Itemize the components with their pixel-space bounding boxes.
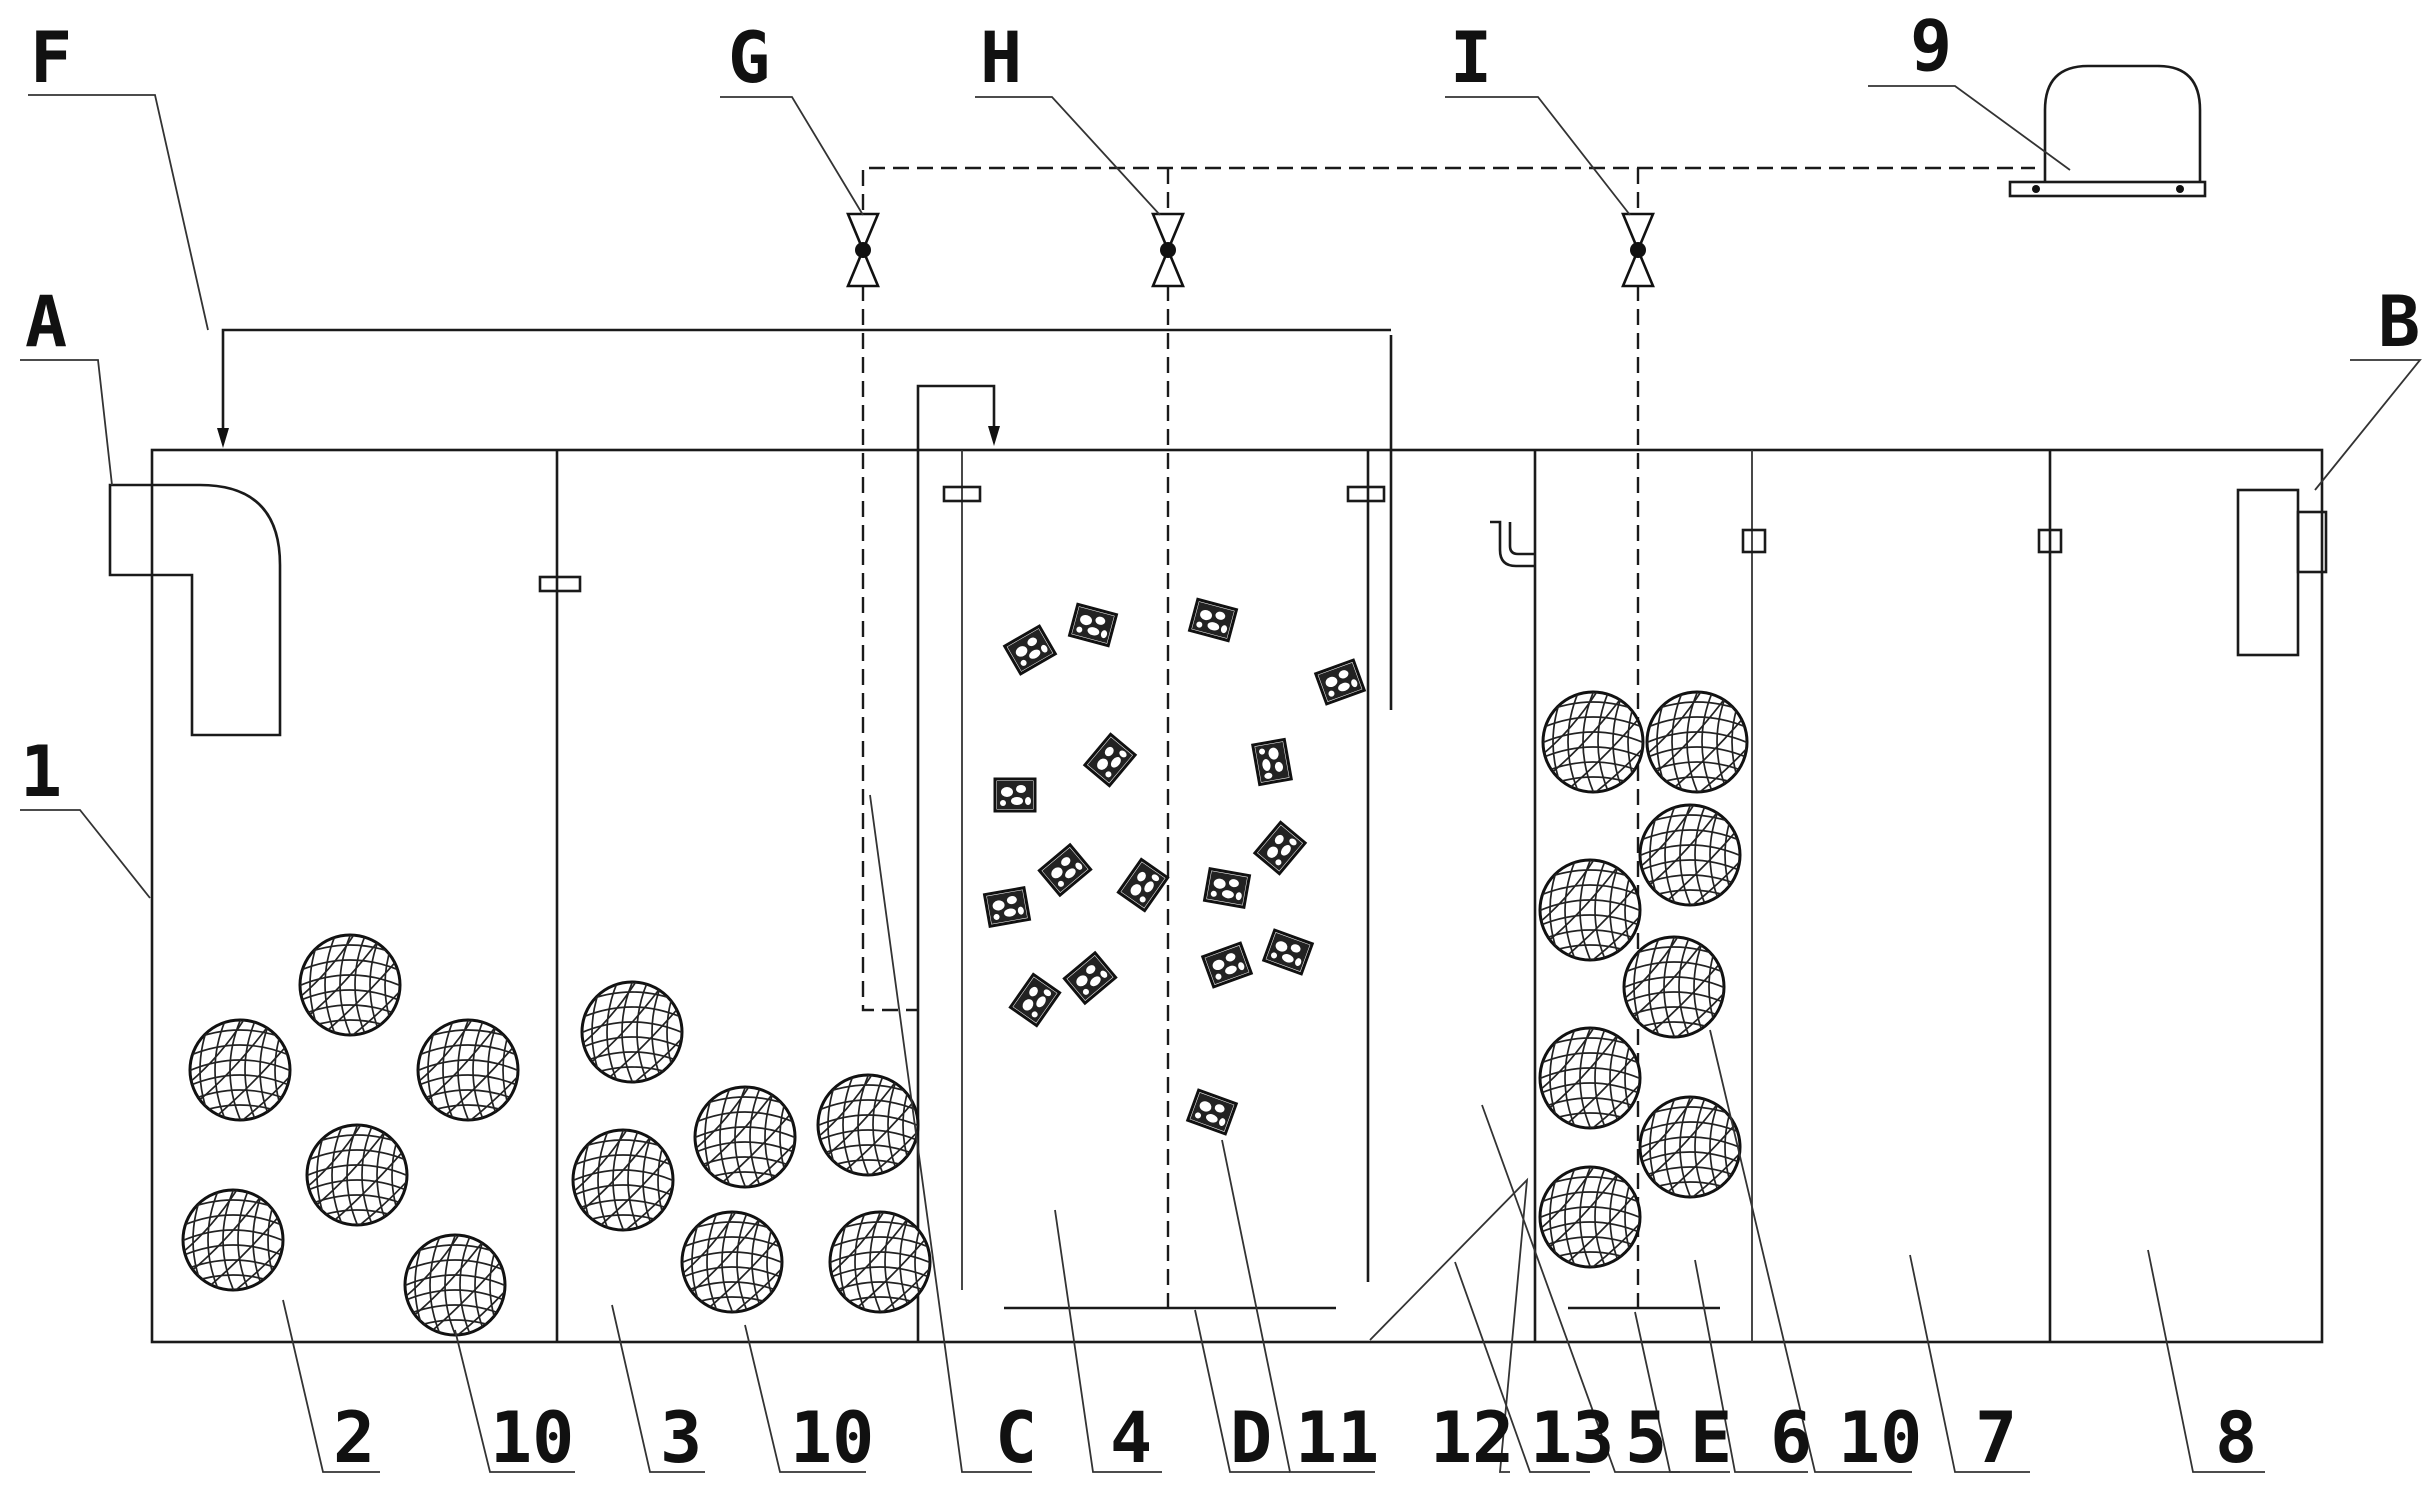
- label-i: I: [1450, 17, 1492, 99]
- partition-3-4: [916, 384, 996, 1342]
- label-10b: 10: [790, 1397, 874, 1479]
- label-e: E: [1690, 1397, 1732, 1479]
- blower-9: [2043, 64, 2202, 182]
- valve-i: [1621, 212, 1655, 288]
- label-f: F: [30, 17, 72, 99]
- valve-g: [846, 212, 880, 288]
- label-11: 11: [1295, 1397, 1379, 1479]
- air-main-line: [861, 166, 2035, 210]
- label-d: D: [1230, 1397, 1272, 1479]
- label-2: 2: [333, 1397, 375, 1479]
- label-h: H: [980, 17, 1022, 99]
- label-8: 8: [2215, 1397, 2257, 1479]
- label-a: A: [25, 281, 67, 363]
- label-10c: 10: [1838, 1397, 1922, 1479]
- label-3: 3: [660, 1397, 702, 1479]
- label-b: B: [2378, 281, 2420, 363]
- inlet-pipe-a: [108, 483, 282, 737]
- filler-cubes-11: [983, 597, 1366, 1136]
- label-9: 9: [1910, 5, 1952, 87]
- label-c: C: [995, 1397, 1037, 1479]
- label-13: 13: [1530, 1397, 1614, 1479]
- tank-1: [150, 448, 2324, 1344]
- label-5: 5: [1625, 1397, 1667, 1479]
- label-4: 4: [1110, 1397, 1152, 1479]
- outlet-b: [2236, 488, 2300, 657]
- label-g: G: [728, 17, 770, 99]
- packing-balls: [173, 682, 1757, 1345]
- return-line-f: [221, 328, 1391, 440]
- label-7: 7: [1975, 1397, 2017, 1479]
- label-10a: 10: [490, 1397, 574, 1479]
- label-1: 1: [20, 731, 62, 813]
- label-12: 12: [1430, 1397, 1514, 1479]
- label-6: 6: [1770, 1397, 1812, 1479]
- valve-h: [1151, 212, 1185, 288]
